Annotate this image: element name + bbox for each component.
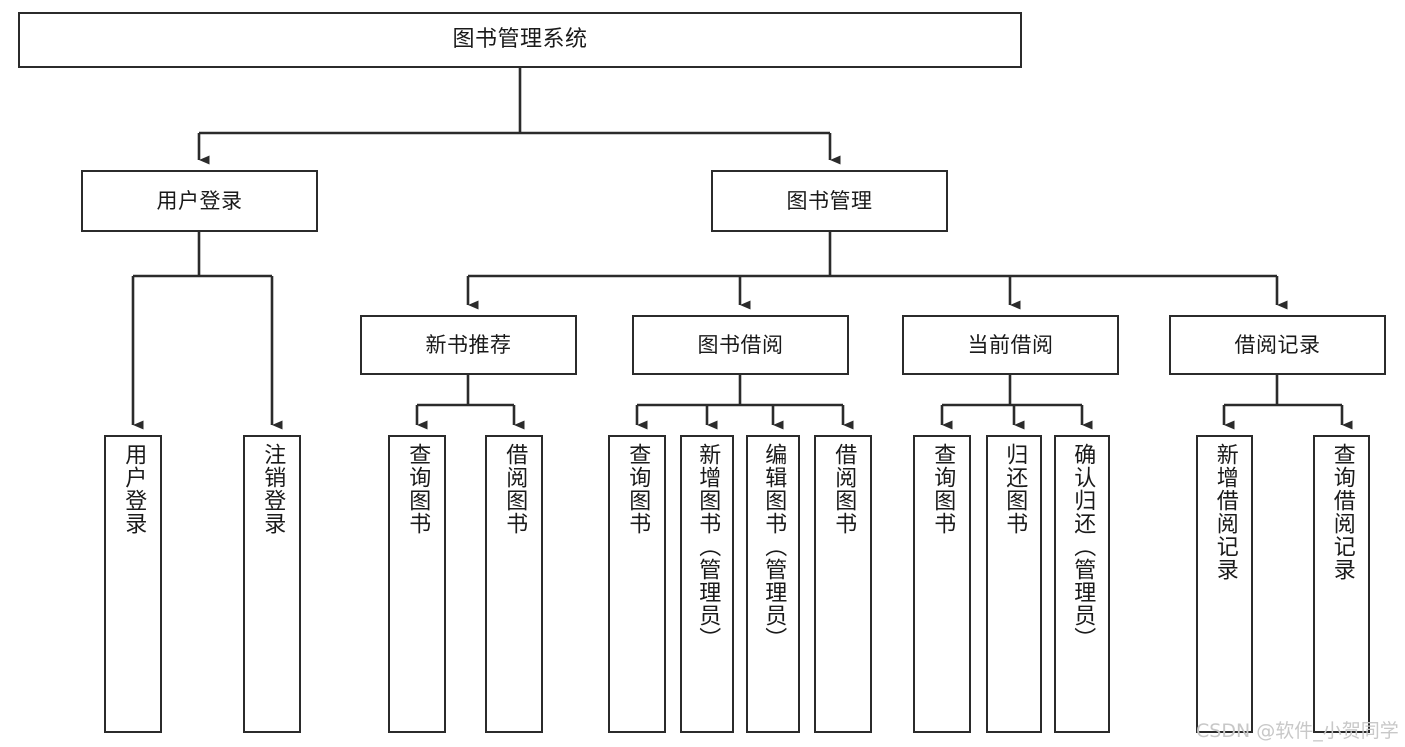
node-root-label: 图书管理系统 <box>452 27 588 53</box>
leaf-borrow-book-2[interactable]: 借阅图书 <box>814 435 872 733</box>
leaf-logout-login-label: 注销登录 <box>260 443 286 535</box>
leaf-query-record[interactable]: 查询借阅记录 <box>1313 435 1370 733</box>
leaf-confirm-return[interactable]: 确认归还（管理员） <box>1054 435 1110 733</box>
node-user-login-label: 用户登录 <box>156 188 243 213</box>
node-book-manage[interactable]: 图书管理 <box>711 170 948 232</box>
leaf-user-login[interactable]: 用户登录 <box>104 435 162 733</box>
leaf-borrow-book-2-label: 借阅图书 <box>831 443 857 535</box>
node-borrow-record-label: 借阅记录 <box>1234 332 1321 357</box>
leaf-logout-login[interactable]: 注销登录 <box>243 435 301 733</box>
leaf-query-book-3[interactable]: 查询图书 <box>913 435 971 733</box>
leaf-query-book-2[interactable]: 查询图书 <box>608 435 666 733</box>
node-book-manage-label: 图书管理 <box>786 188 873 213</box>
leaf-query-record-label: 查询借阅记录 <box>1329 443 1355 581</box>
leaf-add-record-label: 新增借阅记录 <box>1212 443 1238 581</box>
leaf-add-book-label: 新增图书（管理员） <box>695 443 721 650</box>
csdn-watermark: CSDN @软件_小贺同学 <box>1196 720 1399 742</box>
node-user-login[interactable]: 用户登录 <box>81 170 318 232</box>
leaf-borrow-book-1[interactable]: 借阅图书 <box>485 435 543 733</box>
leaf-edit-book[interactable]: 编辑图书（管理员） <box>746 435 800 733</box>
leaf-return-book[interactable]: 归还图书 <box>986 435 1042 733</box>
node-book-borrow[interactable]: 图书借阅 <box>632 315 849 375</box>
leaf-return-book-label: 归还图书 <box>1002 443 1028 535</box>
leaf-query-book-1-label: 查询图书 <box>405 443 431 535</box>
leaf-query-book-3-label: 查询图书 <box>930 443 956 535</box>
leaf-borrow-book-1-label: 借阅图书 <box>502 443 528 535</box>
node-book-borrow-label: 图书借阅 <box>697 332 784 357</box>
node-borrow-record[interactable]: 借阅记录 <box>1169 315 1386 375</box>
leaf-confirm-return-label: 确认归还（管理员） <box>1070 443 1096 650</box>
leaf-user-login-label: 用户登录 <box>121 443 147 535</box>
node-current-borrow[interactable]: 当前借阅 <box>902 315 1119 375</box>
node-new-book-rec-label: 新书推荐 <box>425 332 512 357</box>
leaf-add-record[interactable]: 新增借阅记录 <box>1196 435 1253 733</box>
node-new-book-rec[interactable]: 新书推荐 <box>360 315 577 375</box>
leaf-add-book[interactable]: 新增图书（管理员） <box>680 435 734 733</box>
leaf-query-book-2-label: 查询图书 <box>625 443 651 535</box>
node-current-borrow-label: 当前借阅 <box>967 332 1054 357</box>
node-root[interactable]: 图书管理系统 <box>18 12 1022 68</box>
leaf-query-book-1[interactable]: 查询图书 <box>388 435 446 733</box>
leaf-edit-book-label: 编辑图书（管理员） <box>761 443 787 650</box>
